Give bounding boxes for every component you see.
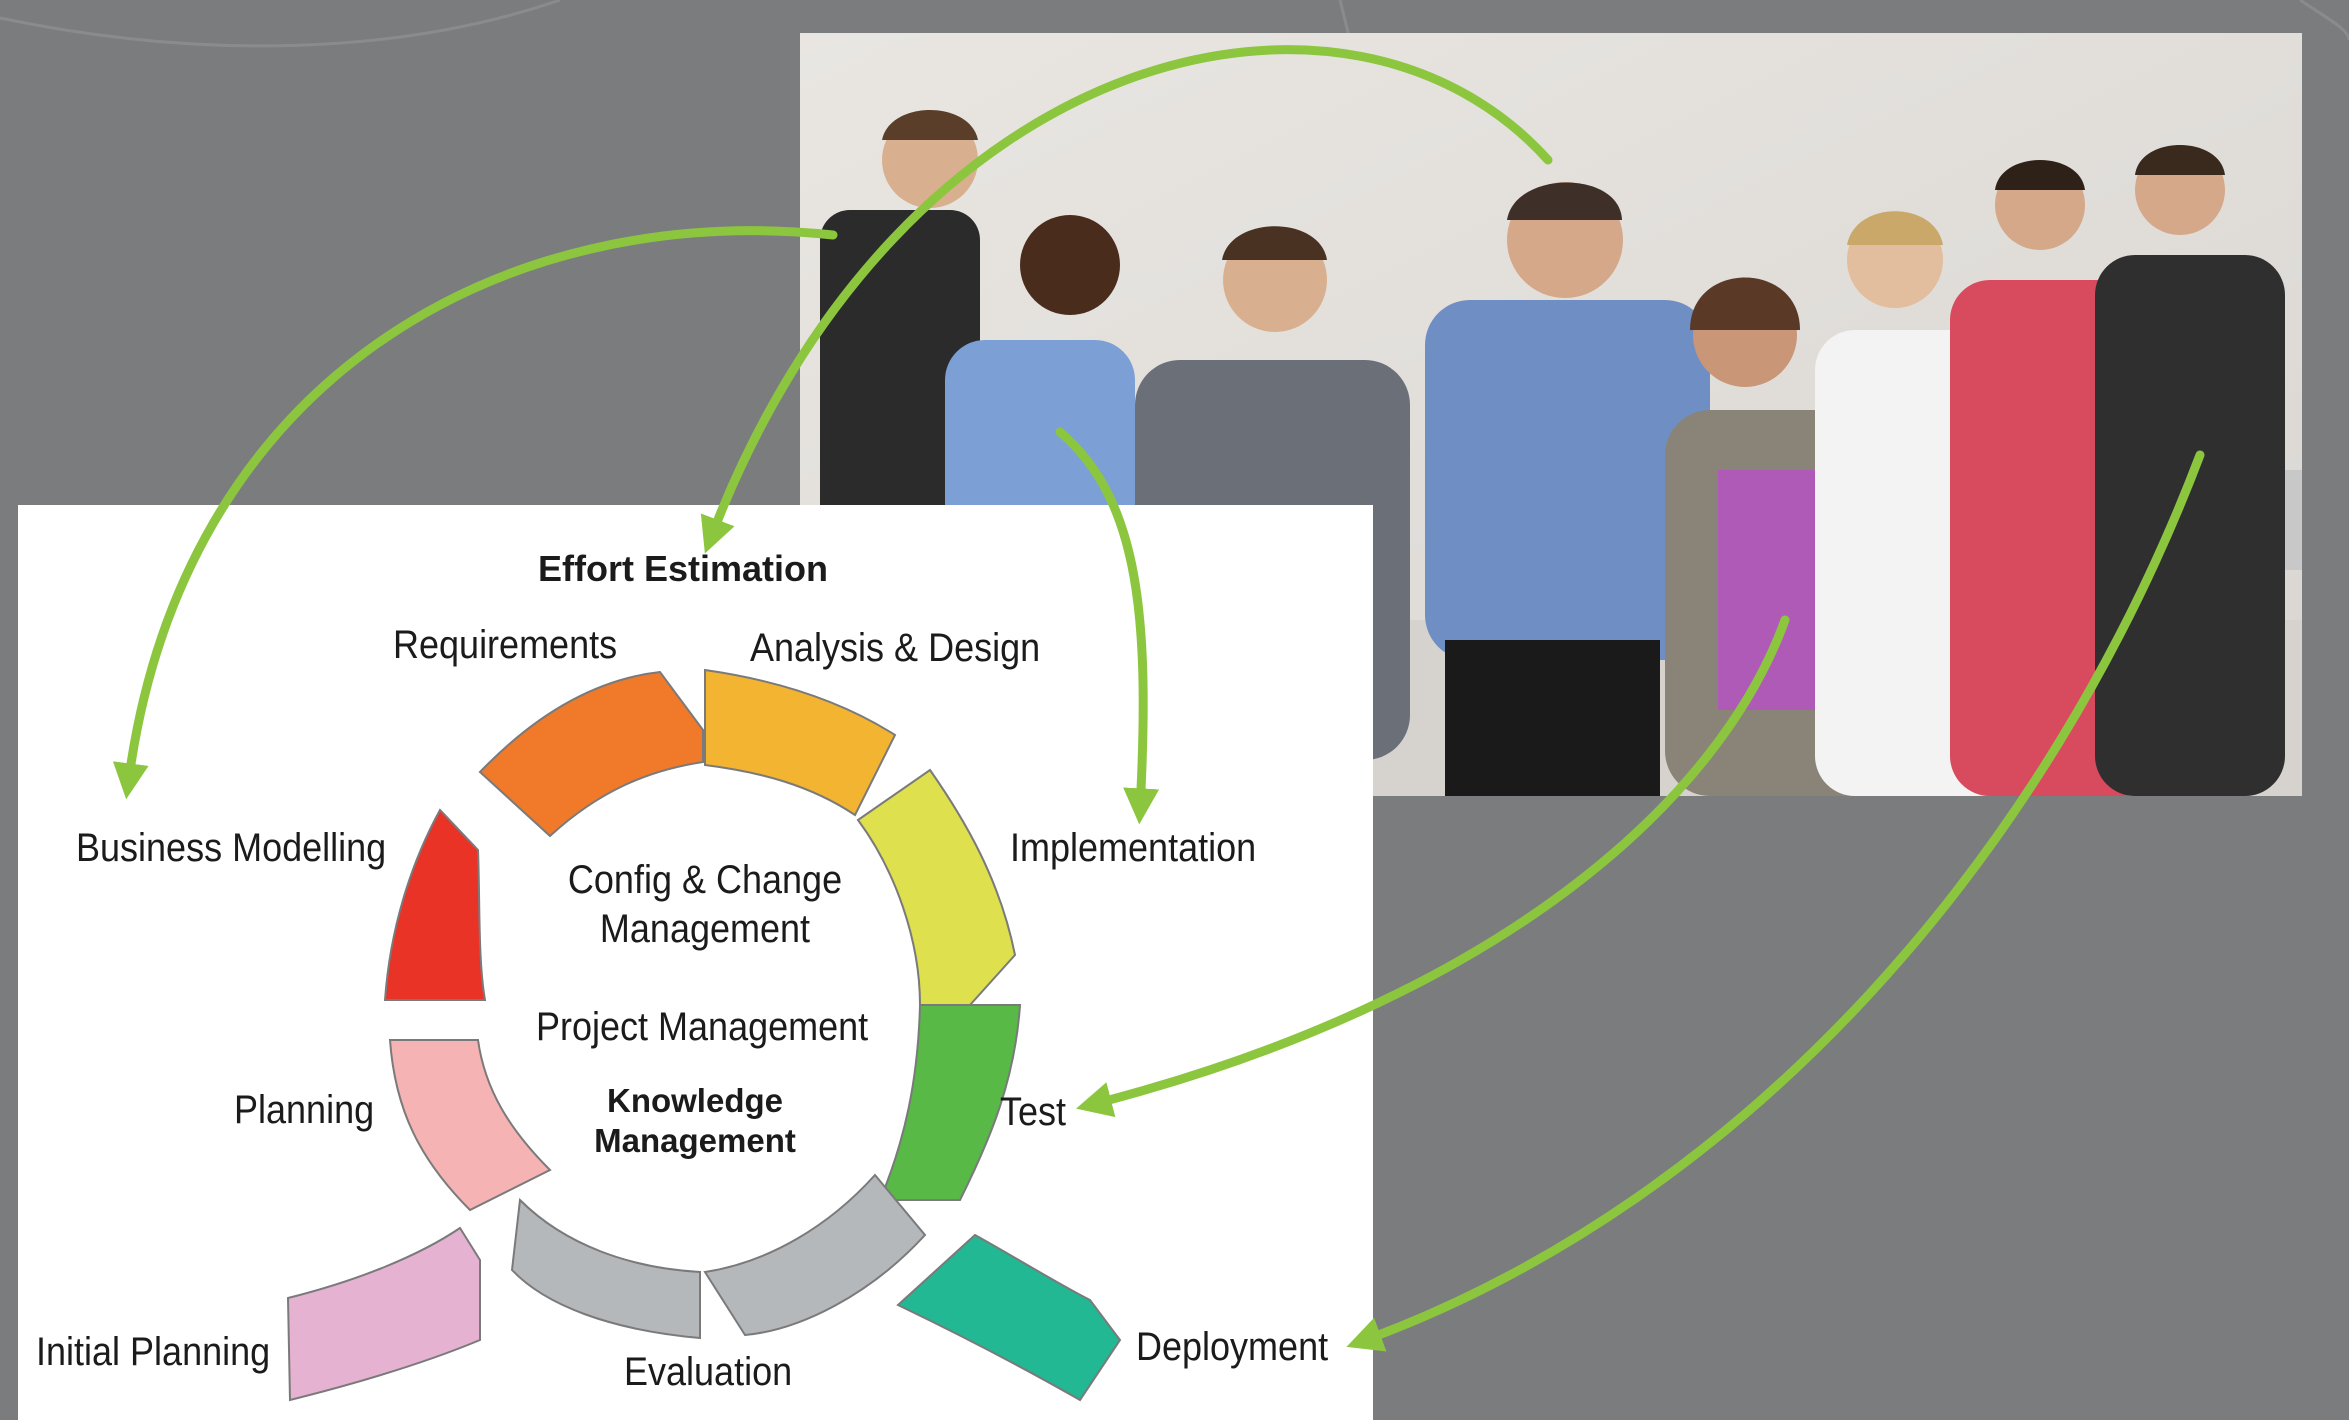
project-management-label: Project Management — [536, 1005, 869, 1049]
knowledge-line-1: Knowledge — [606, 1082, 783, 1119]
segment-evaluation-right — [703, 1173, 927, 1337]
knowledge-management-label: Knowledge Management — [555, 1082, 835, 1160]
arrow-to-implementation — [1055, 427, 1160, 825]
initial-planning-label: Initial Planning — [36, 1330, 271, 1374]
person — [1425, 182, 1710, 796]
implementation-label: Implementation — [1010, 826, 1257, 870]
evaluation-label: Evaluation — [624, 1350, 793, 1394]
deployment-label: Deployment — [1136, 1325, 1329, 1369]
segment-implementation — [856, 768, 1017, 1006]
segment-deployment — [896, 1233, 1122, 1402]
config-change-line-1: Config & Change — [567, 858, 843, 902]
process-ring — [286, 668, 1122, 1402]
segment-analysis-design — [704, 668, 897, 817]
config-change-line-2: Management — [599, 907, 811, 951]
segment-planning — [388, 1039, 552, 1212]
diagram-panel — [18, 505, 1373, 1420]
segment-requirements — [478, 670, 704, 838]
background-arc — [0, 0, 561, 48]
background-arc — [2299, 0, 2349, 41]
config-change-management-label: Config & Change Management — [539, 858, 872, 952]
business-modelling-label: Business Modelling — [76, 826, 387, 870]
knowledge-line-2: Management — [594, 1122, 796, 1159]
arrow-to-deployment — [1346, 450, 2205, 1352]
test-label: Test — [1000, 1090, 1067, 1134]
arrow-to-business-modelling — [112, 226, 838, 800]
planning-label: Planning — [234, 1088, 375, 1132]
analysis-design-label: Analysis & Design — [750, 626, 1041, 670]
segment-initial-planning — [286, 1226, 481, 1402]
segment-test — [878, 1004, 1022, 1201]
segment-business-modelling — [383, 808, 487, 1001]
person — [820, 110, 980, 540]
segment-evaluation-left — [510, 1197, 701, 1340]
person — [2095, 145, 2285, 796]
arrow-to-test — [1076, 615, 1790, 1118]
requirements-label: Requirements — [393, 623, 618, 667]
arrow-to-effort-estimation — [700, 45, 1553, 554]
effort-estimation-label: Effort Estimation — [538, 548, 829, 589]
